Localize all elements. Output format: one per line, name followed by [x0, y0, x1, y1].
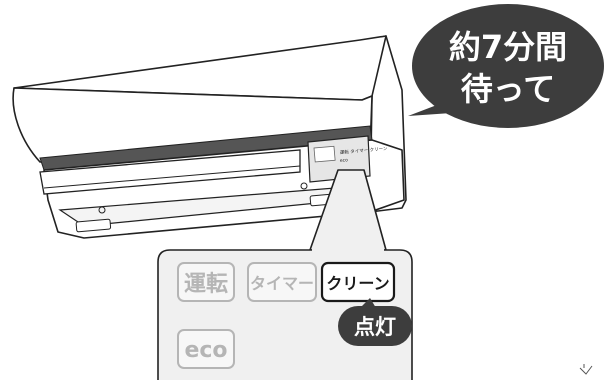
indicator-run: 運転 [177, 262, 235, 302]
indicator-run-label: 運転 [184, 271, 228, 297]
indicator-timer: タイマー [247, 262, 317, 302]
indicator-eco: eco [177, 329, 235, 369]
indicator-zoom-callout: 運転 タイマー クリーン eco 点灯 [157, 169, 413, 380]
speech-bubble-body [412, 4, 604, 128]
unit-panel-text-2: eco [340, 158, 349, 164]
unit-screw-2 [300, 182, 308, 190]
louver-edge [43, 165, 301, 189]
air-conditioner-unit: 運転 タイマー クリーン eco [12, 35, 407, 239]
status-badge: 点灯 [338, 298, 412, 346]
unit-vent-left [75, 218, 112, 233]
callout-joint [312, 248, 384, 252]
speech-bubble-line1: 約7分間 [449, 28, 567, 66]
indicator-eco-label: eco [184, 338, 227, 363]
speech-bubble-line2: 待って [461, 70, 555, 108]
unit-screw-1 [98, 206, 106, 214]
corner-mark-icon [579, 364, 593, 375]
indicator-timer-label: タイマー [250, 274, 314, 293]
indicator-clean-label: クリーン [326, 274, 389, 293]
unit-panel-text-1: 運転 タイマー クリーン [340, 145, 389, 156]
status-badge-pointer [360, 298, 376, 308]
status-badge-label: 点灯 [354, 315, 396, 339]
indicator-clean: クリーン [320, 261, 396, 303]
unit-panel-box [313, 145, 336, 163]
wait-speech-bubble: 約7分間 待って [408, 4, 604, 128]
